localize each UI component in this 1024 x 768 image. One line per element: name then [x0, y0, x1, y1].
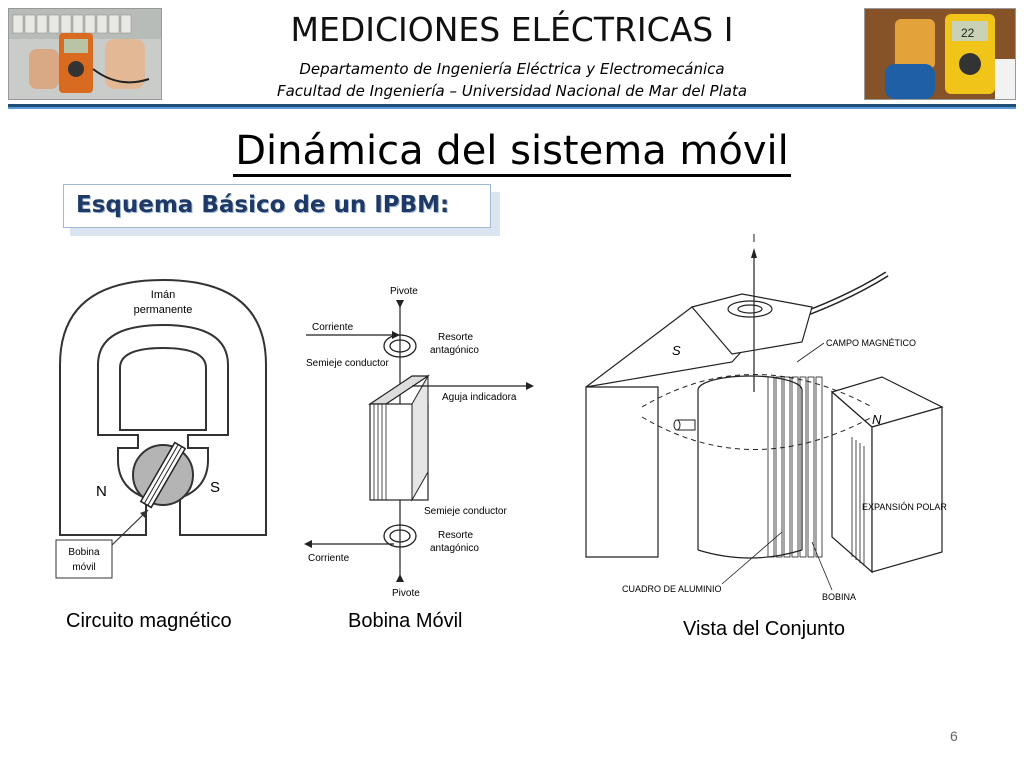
header-divider: [8, 104, 1016, 107]
assembly-figure: S N CAMPO MAGNÉTICO EXPANSIÓN POLAR CUAD…: [585, 234, 947, 602]
south-pole-label: S: [210, 479, 220, 496]
assembly-north-label: N: [872, 412, 882, 427]
moving-coil-figure: Pivote Pivote Corriente Corriente Resort…: [304, 286, 534, 599]
department-subtitle: Departamento de Ingeniería Eléctrica y E…: [299, 60, 725, 78]
aluminum-frame-label: CUADRO DE ALUMINIO: [622, 584, 722, 594]
spring-bottom-line1: Resorte: [438, 530, 473, 541]
moving-coil-caption: Bobina Móvil: [348, 610, 463, 632]
spring-top-line2: antagónico: [430, 345, 479, 356]
multimeter-photo-left: [8, 8, 162, 100]
slide-title: Dinámica del sistema móvil: [0, 128, 1024, 177]
slide-title-text: Dinámica del sistema móvil: [233, 128, 791, 177]
magnet-label-line2: permanente: [134, 304, 193, 316]
current-out-label: Corriente: [308, 553, 350, 564]
coil-assembly-label: BOBINA: [822, 592, 856, 602]
pole-expansion-label: EXPANSIÓN POLAR: [862, 502, 947, 512]
header-divider-accent: [8, 107, 1016, 109]
course-title: MEDICIONES ELÉCTRICAS I: [290, 10, 734, 49]
assembly-caption: Vista del Conjunto: [683, 618, 845, 640]
magnetic-field-label: CAMPO MAGNÉTICO: [826, 338, 916, 348]
magnet-label-line1: Imán: [151, 289, 175, 301]
spring-bottom-line2: antagónico: [430, 543, 479, 554]
magnetic-circuit-figure: Imán permanente N S Bobina móvil: [55, 278, 267, 579]
spring-top-line1: Resorte: [438, 332, 473, 343]
assembly-south-label: S: [672, 343, 681, 358]
half-axis-bottom-label: Semieje conductor: [424, 506, 507, 517]
label-box: [63, 184, 491, 228]
current-in-label: Corriente: [312, 322, 354, 333]
label-box-text: Esquema Básico de un IPBM:: [76, 192, 450, 218]
coil-label-line2: móvil: [72, 562, 95, 573]
pivot-top-label: Pivote: [390, 286, 418, 297]
north-pole-label: N: [96, 483, 107, 500]
slide-header: 22 MEDICIONES ELÉCTRICAS I Departamento …: [0, 0, 1024, 109]
page-number: 6: [950, 728, 958, 744]
multimeter-photo-right: 22: [864, 8, 1016, 100]
magnetic-circuit-caption: Circuito magnético: [66, 610, 232, 632]
faculty-subtitle: Facultad de Ingeniería – Universidad Nac…: [276, 82, 748, 100]
needle-label: Aguja indicadora: [442, 392, 517, 403]
coil-label-line1: Bobina: [68, 547, 100, 558]
pivot-bottom-label: Pivote: [392, 588, 420, 599]
svg-text:22: 22: [961, 26, 975, 40]
half-axis-top-label: Semieje conductor: [306, 358, 389, 369]
